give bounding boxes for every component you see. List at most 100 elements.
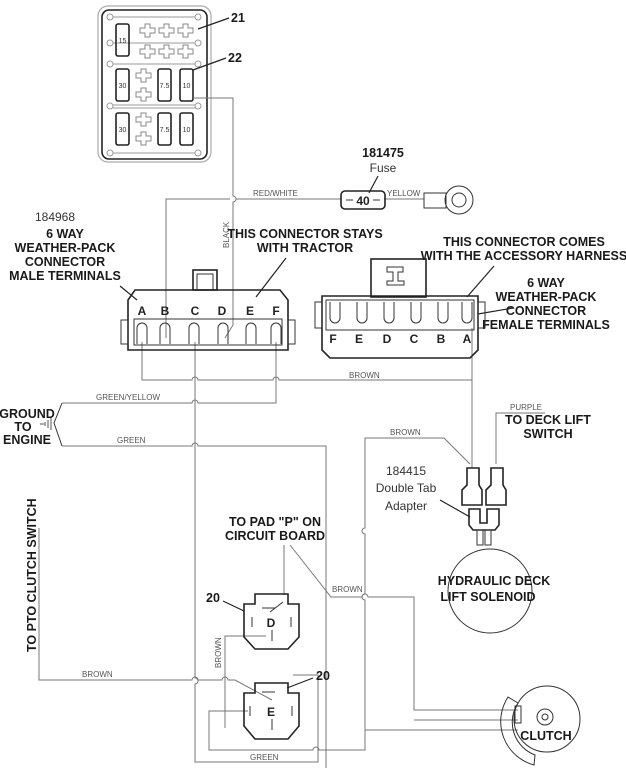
svg-text:TO DECK LIFT: TO DECK LIFT	[505, 413, 591, 427]
male-connector: 184968 6 WAY WEATHER-PACK CONNECTOR MALE…	[9, 210, 383, 351]
female-pin-d: D	[383, 332, 392, 346]
svg-text:30: 30	[119, 127, 127, 134]
male-pin-f: F	[272, 304, 279, 318]
wire-label-purple: PURPLE	[510, 403, 542, 412]
svg-text:WITH TRACTOR: WITH TRACTOR	[257, 241, 353, 255]
svg-text:Adapter: Adapter	[385, 499, 427, 513]
svg-text:CONNECTOR: CONNECTOR	[506, 304, 586, 318]
fuse-part-number: 181475	[362, 146, 404, 160]
wire-brown-a	[141, 328, 473, 381]
fuse-block: 15 30 7.5 10 30 7.5 10	[97, 5, 245, 163]
hydraulic-deck-lift-solenoid: HYDRAULIC DECK LIFT SOLENOID	[438, 548, 551, 634]
male-pin-e: E	[246, 304, 254, 318]
svg-text:FEMALE TERMINALS: FEMALE TERMINALS	[482, 318, 610, 332]
fuse-7-5-top: 7.5	[157, 68, 172, 102]
female-pin-a: A	[463, 332, 472, 346]
svg-text:184415: 184415	[386, 464, 426, 478]
wire-label-brown-pto: BROWN	[82, 670, 113, 679]
ground-to-engine: GROUND TO ENGINE	[0, 402, 63, 447]
fuse-10-bottom: 10	[179, 112, 194, 146]
fuse-30-top: 30	[115, 68, 130, 102]
wire-label-green-yellow: GREEN/YELLOW	[96, 393, 160, 402]
svg-text:CLUTCH: CLUTCH	[520, 729, 571, 743]
svg-text:TO PAD "P" ON: TO PAD "P" ON	[229, 515, 321, 529]
svg-text:15: 15	[119, 38, 127, 45]
male-pin-c: C	[191, 304, 200, 318]
female-pin-c: C	[410, 332, 419, 346]
callout-21: 21	[231, 11, 245, 25]
svg-text:E: E	[267, 705, 275, 719]
wire-label-green: GREEN	[117, 436, 146, 445]
circuit-board-pad-p: TO PAD "P" ON CIRCUIT BOARD	[225, 515, 325, 543]
wire-c-trunk	[194, 342, 319, 763]
male-pin-b: B	[161, 304, 170, 318]
svg-text:CONNECTOR: CONNECTOR	[25, 255, 105, 269]
svg-text:SWITCH: SWITCH	[523, 427, 572, 441]
fuse-7-5-bottom: 7.5	[157, 112, 172, 146]
svg-text:6 WAY: 6 WAY	[527, 276, 565, 290]
fuse-30-bottom: 30	[115, 112, 130, 146]
deck-lift-switch: TO DECK LIFT SWITCH	[505, 413, 591, 441]
wire-brown-circuit	[289, 544, 518, 711]
pto-clutch-switch-label: TO PTO CLUTCH SWITCH	[25, 498, 39, 652]
wire-label-black: BLACK	[222, 221, 231, 248]
wire-brown-relay	[224, 635, 266, 728]
wire-label-yellow: YELLOW	[387, 189, 421, 198]
wire-brown-pto	[38, 528, 273, 701]
empty-fuse-slots	[135, 23, 194, 146]
fuse-15: 15	[115, 23, 130, 57]
pto-clutch: CLUTCH	[500, 685, 581, 766]
svg-text:WEATHER-PACK: WEATHER-PACK	[496, 290, 597, 304]
svg-text:HYDRAULIC DECK: HYDRAULIC DECK	[438, 574, 551, 588]
wire-green	[62, 442, 327, 768]
svg-text:10: 10	[183, 83, 191, 90]
fuse-10-top: 10	[179, 68, 194, 102]
svg-text:LIFT SOLENOID: LIFT SOLENOID	[440, 590, 535, 604]
svg-text:TO: TO	[14, 420, 31, 434]
relay-e-callout: 20	[316, 669, 330, 683]
svg-text:THIS CONNECTOR STAYS: THIS CONNECTOR STAYS	[227, 227, 382, 241]
svg-text:30: 30	[119, 83, 127, 90]
relay-e: 20 E	[243, 669, 330, 740]
wire-purple	[495, 412, 545, 464]
inline-fuse: 181475 Fuse 40	[340, 146, 404, 210]
wire-red-white	[165, 198, 341, 338]
svg-text:D: D	[267, 616, 276, 630]
callout-22: 22	[228, 51, 242, 65]
fuse-rating: 40	[356, 194, 370, 208]
wire-green-relay	[208, 668, 366, 751]
svg-text:7.5: 7.5	[160, 83, 170, 90]
svg-text:10: 10	[183, 127, 191, 134]
svg-text:ENGINE: ENGINE	[3, 433, 51, 447]
relay-d: 20 D	[206, 591, 300, 650]
wire-green-yellow	[62, 342, 277, 404]
relay-d-callout: 20	[206, 591, 220, 605]
female-pin-f: F	[329, 332, 336, 346]
wire-label-brown-top: BROWN	[349, 371, 380, 380]
wire-label-brown-solenoid: BROWN	[390, 428, 421, 437]
svg-text:Double Tab: Double Tab	[376, 481, 437, 495]
wire-label-brown-circuit: BROWN	[332, 585, 363, 594]
ground-icon	[40, 418, 52, 430]
female-connector: THIS CONNECTOR COMES WITH THE ACCESSORY …	[314, 235, 626, 359]
wire-brown-solenoid	[361, 437, 471, 668]
female-pin-b: B	[437, 332, 446, 346]
ring-terminal	[423, 185, 474, 215]
male-pin-d: D	[218, 304, 227, 318]
female-pin-e: E	[355, 332, 363, 346]
male-pin-a: A	[138, 304, 147, 318]
svg-text:MALE TERMINALS: MALE TERMINALS	[9, 269, 121, 283]
svg-text:6 WAY: 6 WAY	[46, 227, 84, 241]
wire-label-green-relay: GREEN	[250, 753, 279, 762]
svg-text:184968: 184968	[35, 210, 75, 224]
double-tab-adapter: 184415 Double Tab Adapter	[376, 464, 507, 546]
svg-text:WITH THE ACCESSORY HARNESS: WITH THE ACCESSORY HARNESS	[421, 249, 626, 263]
svg-text:GROUND: GROUND	[0, 407, 55, 421]
wire-black	[193, 97, 237, 339]
wires: BLACK RED/WHITE YELLOW BROWN GREEN/YELLO…	[38, 97, 545, 768]
wire-label-red-white: RED/WHITE	[253, 189, 298, 198]
svg-text:7.5: 7.5	[160, 127, 170, 134]
wire-label-brown-relay: BROWN	[214, 637, 223, 668]
svg-text:THIS CONNECTOR COMES: THIS CONNECTOR COMES	[443, 235, 605, 249]
